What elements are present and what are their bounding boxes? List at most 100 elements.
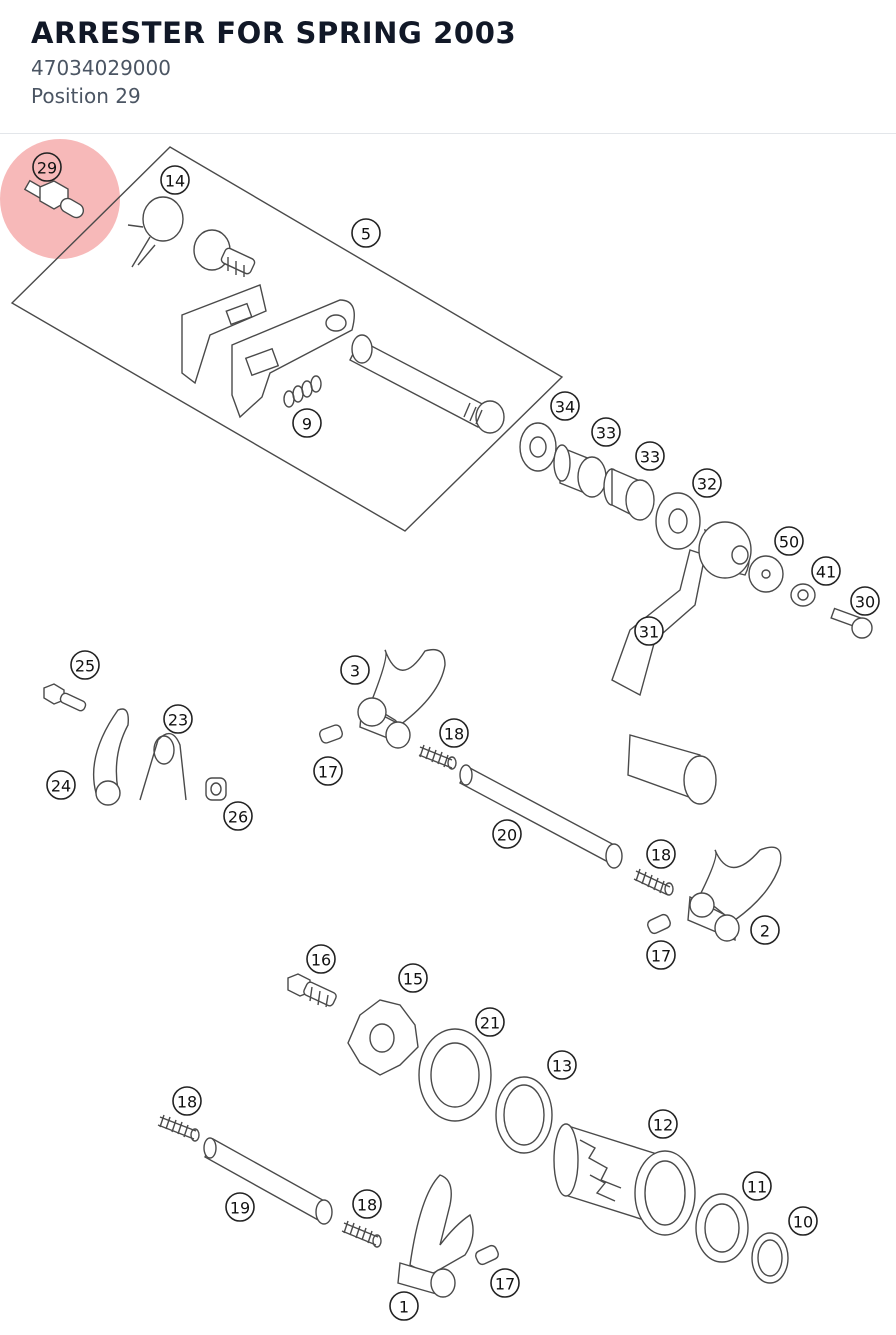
callout-label: 24 — [51, 777, 71, 796]
part-50-washer[interactable] — [748, 555, 784, 593]
callout-label: 19 — [230, 1199, 250, 1218]
callout-24[interactable]: 24 — [46, 770, 76, 800]
callout-label: 9 — [302, 415, 312, 434]
callout-11[interactable]: 11 — [742, 1171, 772, 1201]
part-41-lock-washer[interactable] — [790, 583, 816, 607]
part-17-pin-a[interactable] — [318, 724, 344, 745]
callout-14[interactable]: 14 — [160, 165, 190, 195]
callout-1[interactable]: 1 — [389, 1291, 419, 1321]
part-18-spring-a[interactable] — [418, 744, 457, 770]
part-15-shift-star[interactable] — [347, 999, 419, 1076]
callout-18[interactable]: 18 — [172, 1086, 202, 1116]
callout-label: 16 — [311, 951, 331, 970]
callout-label: 15 — [403, 970, 423, 989]
callout-2[interactable]: 2 — [750, 915, 780, 945]
callout-18[interactable]: 18 — [439, 718, 469, 748]
callout-10[interactable]: 10 — [788, 1206, 818, 1236]
callout-34[interactable]: 34 — [550, 391, 580, 421]
callout-15[interactable]: 15 — [398, 963, 428, 993]
part-18-spring-d[interactable] — [341, 1220, 382, 1248]
callout-label: 23 — [168, 711, 188, 730]
part-9-washers[interactable] — [283, 375, 322, 408]
callout-label: 31 — [639, 623, 659, 642]
callout-19[interactable]: 19 — [225, 1192, 255, 1222]
callout-label: 33 — [640, 448, 660, 467]
callout-32[interactable]: 32 — [692, 468, 722, 498]
part-10-ring[interactable] — [751, 1232, 789, 1284]
part-33-bushing-a[interactable] — [553, 444, 607, 498]
part-11-bearing[interactable] — [695, 1193, 749, 1263]
callout-label: 3 — [350, 662, 360, 681]
callout-17[interactable]: 17 — [646, 940, 676, 970]
callout-26[interactable]: 26 — [223, 801, 253, 831]
part-ratchet-bolt[interactable] — [193, 229, 256, 277]
callout-41[interactable]: 41 — [811, 556, 841, 586]
part-17-pin-c[interactable] — [474, 1244, 500, 1266]
callout-label: 1 — [399, 1298, 409, 1317]
callout-label: 18 — [444, 725, 464, 744]
callout-17[interactable]: 17 — [490, 1268, 520, 1298]
callout-label: 17 — [495, 1275, 515, 1294]
callout-9[interactable]: 9 — [292, 408, 322, 438]
callout-16[interactable]: 16 — [306, 944, 336, 974]
part-18-spring-b[interactable] — [633, 868, 674, 896]
callout-33[interactable]: 33 — [591, 417, 621, 447]
callout-label: 30 — [855, 593, 875, 612]
part-18-spring-c[interactable] — [157, 1114, 200, 1142]
callout-18[interactable]: 18 — [646, 839, 676, 869]
callout-33[interactable]: 33 — [635, 441, 665, 471]
callout-21[interactable]: 21 — [475, 1007, 505, 1037]
part-24-detent-arm[interactable] — [92, 708, 129, 806]
callout-25[interactable]: 25 — [70, 650, 100, 680]
part-23-spring[interactable] — [139, 732, 187, 801]
part-34-washer[interactable] — [519, 422, 557, 472]
callout-17[interactable]: 17 — [313, 756, 343, 786]
callout-label: 32 — [697, 475, 717, 494]
callout-30[interactable]: 30 — [850, 586, 880, 616]
part-shift-plate[interactable] — [181, 284, 267, 385]
callout-label: 11 — [747, 1178, 767, 1197]
assembly-5-outline — [10, 146, 564, 532]
callout-20[interactable]: 20 — [492, 819, 522, 849]
callout-12[interactable]: 12 — [648, 1109, 678, 1139]
callout-13[interactable]: 13 — [547, 1050, 577, 1080]
part-30-screw[interactable] — [830, 607, 873, 639]
part-29-arrester[interactable] — [23, 179, 86, 220]
part-1-shift-fork[interactable] — [397, 1174, 474, 1298]
callout-label: 12 — [653, 1116, 673, 1135]
callout-23[interactable]: 23 — [163, 704, 193, 734]
callout-label: 29 — [37, 159, 57, 178]
callout-label: 13 — [552, 1057, 572, 1076]
part-2-shift-fork[interactable] — [687, 846, 782, 942]
callout-label: 10 — [793, 1213, 813, 1232]
part-13-washer[interactable] — [495, 1076, 553, 1154]
part-shift-shaft[interactable] — [349, 334, 505, 434]
callout-label: 18 — [177, 1093, 197, 1112]
part-26-sleeve[interactable] — [205, 777, 227, 801]
part-32-washer[interactable] — [655, 492, 701, 550]
callout-5[interactable]: 5 — [351, 218, 381, 248]
part-16-bolt[interactable] — [287, 973, 337, 1008]
callout-50[interactable]: 50 — [774, 526, 804, 556]
part-17-pin-b[interactable] — [646, 913, 672, 935]
part-25-bolt[interactable] — [43, 683, 87, 712]
callout-label: 41 — [816, 563, 836, 582]
callout-31[interactable]: 31 — [634, 616, 664, 646]
part-33-bushing-b[interactable] — [603, 467, 655, 521]
part-14-spring[interactable] — [127, 196, 184, 268]
part-19-shift-rod[interactable] — [203, 1137, 333, 1225]
callout-29[interactable]: 29 — [32, 152, 62, 182]
callout-label: 17 — [651, 947, 671, 966]
part-12-shift-drum[interactable] — [553, 1123, 696, 1236]
part-31-shift-lever[interactable] — [611, 521, 752, 805]
callout-18[interactable]: 18 — [352, 1189, 382, 1219]
part-3-shift-fork[interactable] — [357, 648, 446, 749]
part-20-shift-rod[interactable] — [459, 764, 623, 869]
callout-layer: 29 14 5 9 34 33 33 32 50 41 30 31 25 3 23 18 24 17 26 20 18 2… — [32, 152, 880, 1321]
part-21-bearing[interactable] — [418, 1028, 492, 1122]
callout-label: 18 — [357, 1196, 377, 1215]
callout-label: 2 — [760, 922, 770, 941]
part-shift-lever[interactable] — [231, 299, 355, 419]
callout-3[interactable]: 3 — [340, 655, 370, 685]
part-position: Position 29 — [31, 84, 141, 108]
